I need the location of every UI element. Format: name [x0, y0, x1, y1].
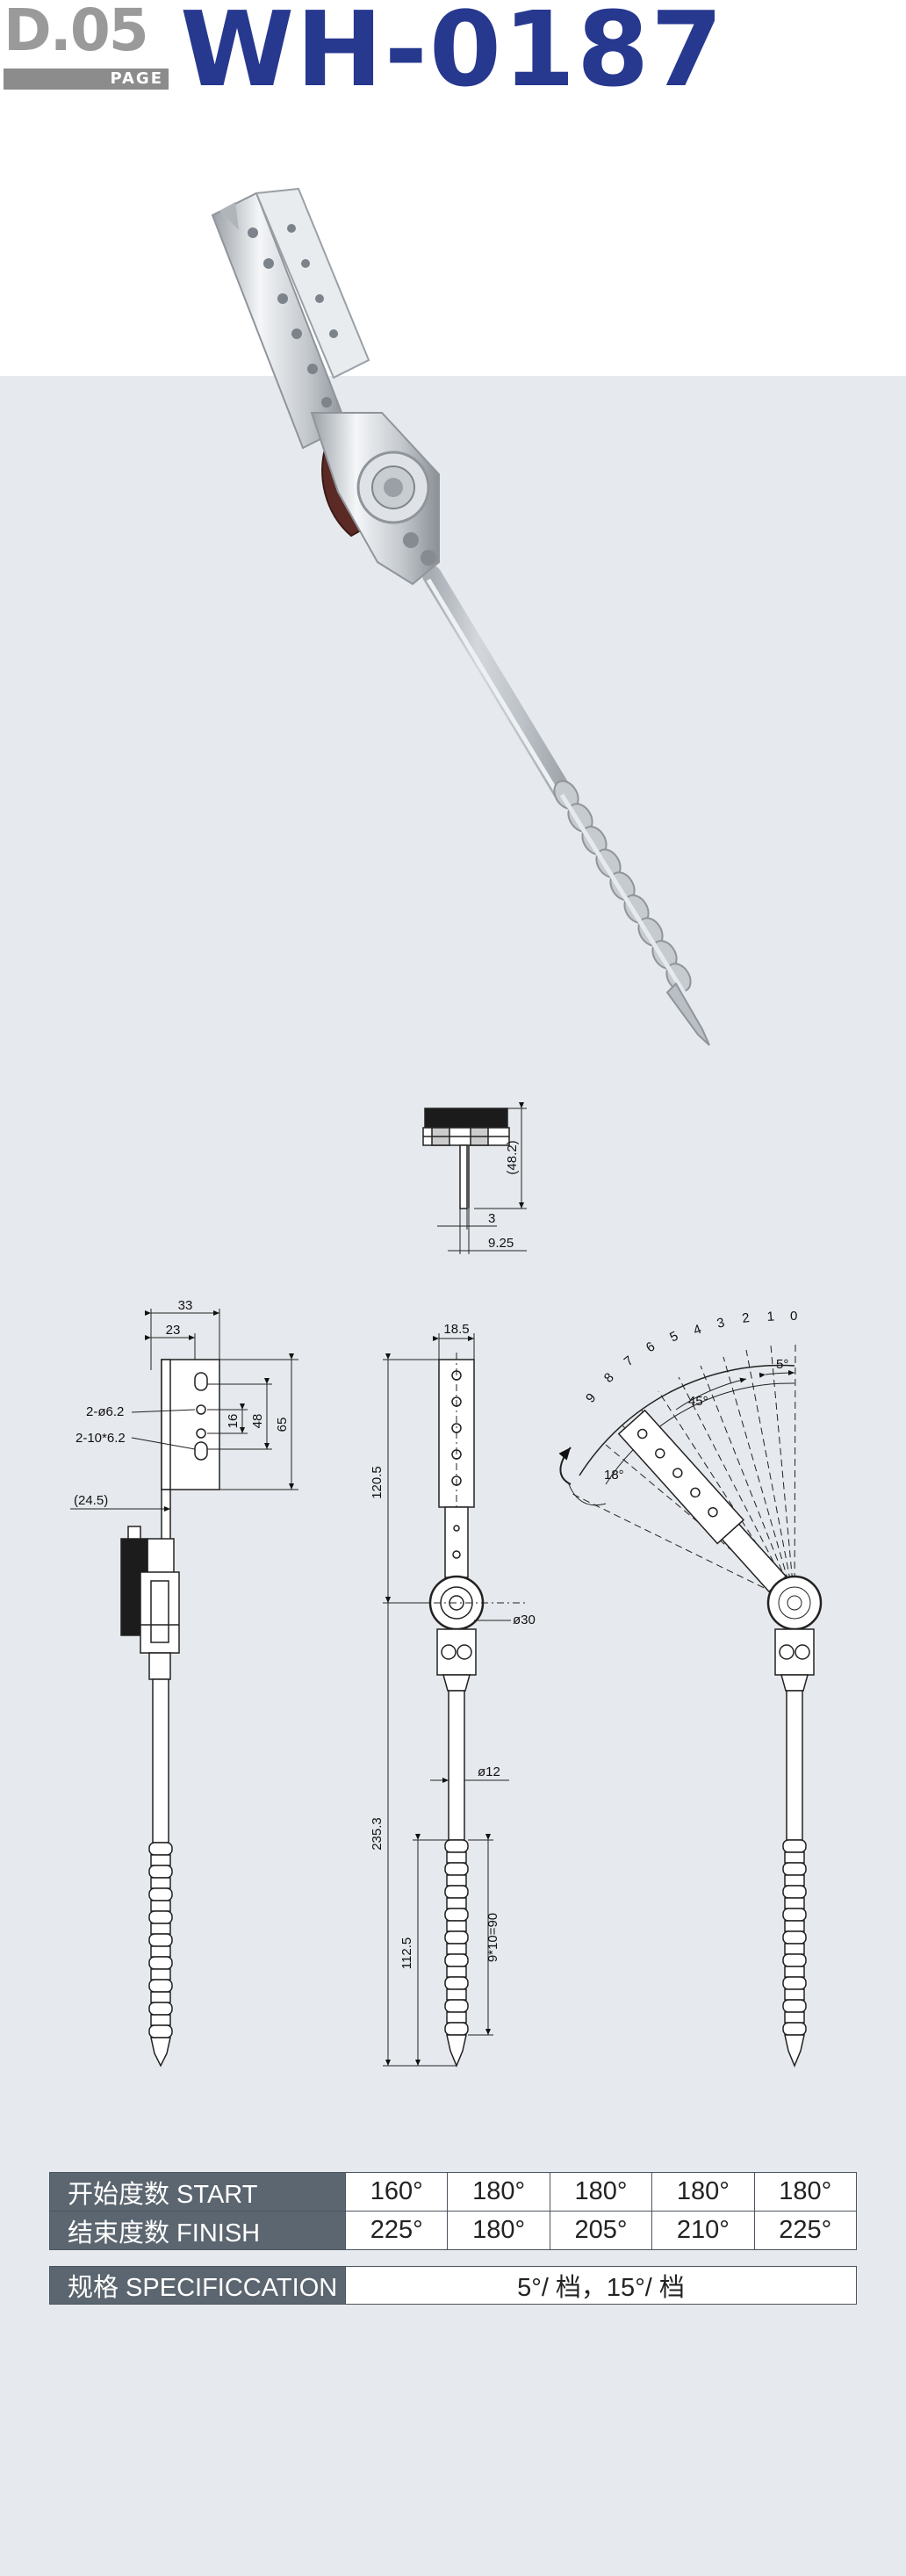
start-row: 开始度数 START 160° 180° 180° 180° 180° — [49, 2172, 858, 2212]
angle-45deg: 45° — [688, 1394, 708, 1409]
top-view-drawing — [422, 1102, 527, 1254]
dim-front-d12: ø12 — [478, 1764, 500, 1779]
scale-3: 3 — [715, 1315, 726, 1331]
dim-front-185: 18.5 — [443, 1322, 469, 1337]
start-value: 160° — [344, 2172, 449, 2212]
degree-table: 开始度数 START 160° 180° 180° 180° 180° 结束度数… — [49, 2172, 858, 2250]
model-title: WH-0187 — [180, 0, 725, 110]
angle-18deg: 18° — [604, 1468, 624, 1483]
dim-side-holes-slot: 2-10*6.2 — [76, 1431, 126, 1446]
dim-side-23: 23 — [166, 1323, 181, 1338]
finish-value: 225° — [753, 2211, 858, 2250]
page-number: D.05 — [4, 0, 149, 64]
page-header: D.05 PAGE WH-0187 — [0, 0, 906, 105]
spec-label: 规格 SPECIFICCATION — [49, 2266, 346, 2305]
scale-8: 8 — [601, 1370, 617, 1386]
dim-side-33: 33 — [178, 1298, 193, 1313]
dim-side-16: 16 — [226, 1414, 241, 1429]
angle-scale-numbers: 9 8 7 6 5 4 3 2 1 0 — [583, 1309, 797, 1406]
dim-top-925: 9.25 — [488, 1236, 514, 1251]
scale-2: 2 — [741, 1310, 751, 1326]
angle-view-drawing — [558, 1343, 823, 2067]
start-value: 180° — [651, 2172, 755, 2212]
dim-side-65: 65 — [275, 1418, 290, 1432]
front-view-drawing — [383, 1333, 527, 2067]
spec-row: 规格 SPECIFICCATION 5°/ 档，15°/ 档 — [49, 2266, 857, 2305]
page-number-block: D.05 PAGE — [4, 0, 169, 90]
scale-7: 7 — [622, 1353, 636, 1369]
finish-value: 225° — [344, 2211, 449, 2250]
dim-front-1125: 112.5 — [399, 1937, 414, 1969]
finish-value: 180° — [447, 2211, 550, 2250]
scale-9: 9 — [583, 1390, 599, 1405]
scale-5: 5 — [667, 1329, 680, 1346]
finish-label: 结束度数 FINISH — [49, 2211, 346, 2250]
finish-value: 210° — [651, 2211, 755, 2250]
scale-1: 1 — [766, 1309, 775, 1324]
spec-value: 5°/ 档，15°/ 档 — [345, 2266, 857, 2305]
specification-table: 规格 SPECIFICCATION 5°/ 档，15°/ 档 — [49, 2266, 857, 2305]
product-photo — [211, 187, 710, 1046]
dim-front-d30: ø30 — [513, 1613, 536, 1627]
scale-4: 4 — [692, 1322, 704, 1339]
dim-top-height: (48.2) — [505, 1140, 520, 1174]
page-label: PAGE — [4, 69, 169, 90]
dim-side-holes-round: 2-ø6.2 — [86, 1404, 124, 1419]
dim-top-3: 3 — [488, 1211, 495, 1226]
finish-value: 205° — [549, 2211, 653, 2250]
side-view-drawing — [70, 1309, 298, 2067]
dim-side-245: (24.5) — [74, 1493, 108, 1508]
angle-5deg: 5° — [776, 1357, 788, 1372]
start-value: 180° — [447, 2172, 550, 2212]
start-value: 180° — [753, 2172, 858, 2212]
dim-front-thread: 9*10=90 — [485, 1913, 500, 1962]
start-value: 180° — [549, 2172, 653, 2212]
scale-0: 0 — [790, 1309, 797, 1324]
finish-row: 结束度数 FINISH 225° 180° 205° 210° 225° — [49, 2211, 858, 2250]
start-label: 开始度数 START — [49, 2172, 346, 2212]
dim-front-2353: 235.3 — [370, 1817, 385, 1851]
dim-side-48: 48 — [250, 1414, 265, 1429]
dim-front-1205: 120.5 — [370, 1466, 385, 1499]
scale-6: 6 — [644, 1339, 658, 1356]
